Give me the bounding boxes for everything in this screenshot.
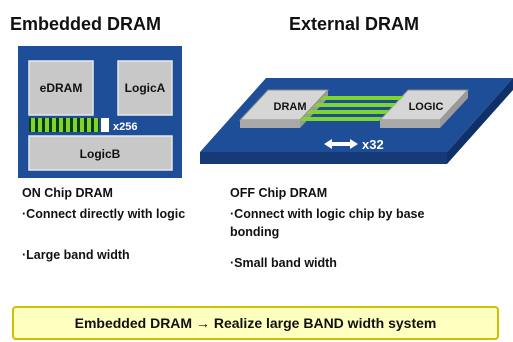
logic-a-label: LogicA bbox=[125, 81, 166, 95]
bus-width-arrow bbox=[101, 118, 109, 132]
board-front bbox=[200, 152, 447, 164]
board-side bbox=[447, 78, 513, 164]
external-dram-heading: External DRAM bbox=[289, 14, 420, 34]
off-chip-bullet-1: ·Connect with logic chip by base bonding bbox=[230, 207, 425, 239]
embedded-dram-heading: Embedded DRAM bbox=[10, 14, 162, 34]
edram-block bbox=[28, 60, 94, 116]
off-chip-subtitle: OFF Chip DRAM bbox=[230, 186, 328, 200]
external-dram-board: DRAM LOGIC x32 bbox=[200, 78, 513, 164]
board-bus-traces bbox=[299, 96, 404, 121]
wide-bus-lines bbox=[29, 118, 99, 132]
on-chip-bullet-1: ·Connect directly with logic bbox=[22, 207, 186, 221]
off-chip-bullet-2: ·Small band width bbox=[230, 256, 337, 270]
on-chip-subtitle: ON Chip DRAM bbox=[22, 186, 113, 200]
conclusion-banner: Embedded DRAM → Realize large BAND width… bbox=[12, 306, 499, 340]
bus-width-label: x32 bbox=[362, 137, 384, 152]
bus-width-label: x256 bbox=[113, 121, 137, 133]
on-chip-bullet-2: ·Large band width bbox=[22, 248, 130, 262]
bus-width-arrow-icon bbox=[324, 139, 358, 149]
embedded-dram-chip: eDRAM LogicA x256 LogicB bbox=[18, 46, 182, 178]
edram-label: eDRAM bbox=[40, 81, 83, 95]
logic-b-label: LogicB bbox=[80, 147, 121, 161]
logic-label: LOGIC bbox=[409, 101, 444, 113]
logic-b-block bbox=[28, 135, 173, 171]
logic-a-block bbox=[117, 60, 173, 116]
dram-label: DRAM bbox=[274, 101, 307, 113]
